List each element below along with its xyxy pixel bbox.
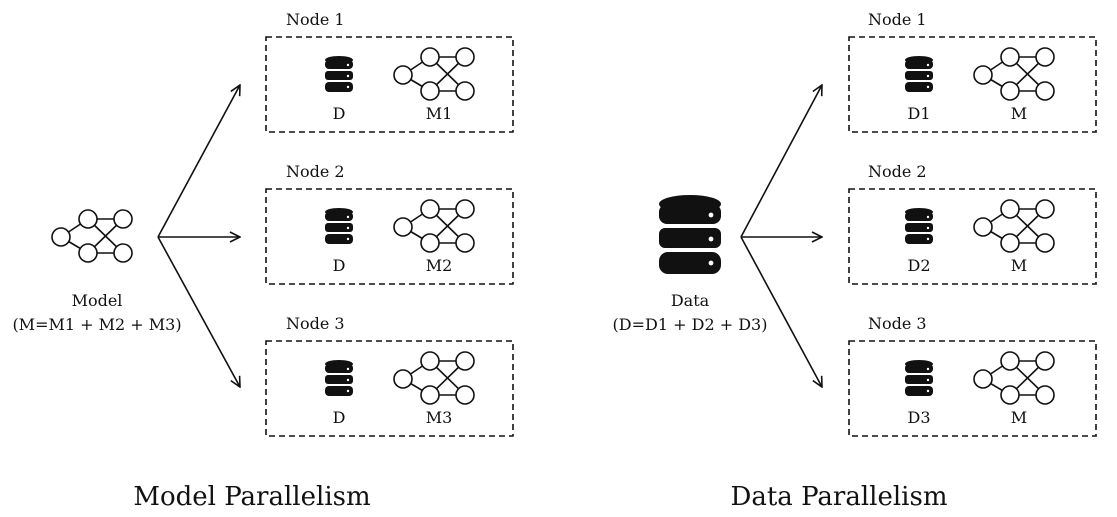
- model-label: M: [1011, 104, 1027, 123]
- node-box: [848, 188, 1097, 285]
- neural-network-icon: [51, 209, 133, 263]
- model-source-label: Model: [72, 291, 123, 310]
- model-label: M: [1011, 408, 1027, 427]
- model-node-1: Node 1 D M1: [265, 10, 514, 133]
- node-label: Node 1: [868, 10, 927, 29]
- node-box: [265, 340, 514, 437]
- node-label: Node 2: [286, 162, 345, 181]
- arrow-to-node-1: [157, 85, 240, 238]
- database-icon: [325, 56, 353, 92]
- database-icon: [659, 195, 721, 274]
- database-icon: [325, 208, 353, 244]
- data-parallelism-panel: Data (D=D1 + D2 + D3) Node 1 D1 M Node 2…: [613, 10, 1097, 512]
- model-node-3: Node 3 D M3: [265, 314, 514, 437]
- node-box: [848, 36, 1097, 133]
- node-box: [265, 188, 514, 285]
- arrow-to-node-3: [157, 236, 240, 387]
- neural-network-icon: [973, 47, 1055, 101]
- model-node-2: Node 2 D M2: [265, 162, 514, 285]
- model-label: M: [1011, 256, 1027, 275]
- arrow-to-node-1: [740, 85, 822, 238]
- data-parallelism-title: Data Parallelism: [731, 482, 948, 512]
- neural-network-icon: [393, 199, 475, 253]
- data-source-formula: (D=D1 + D2 + D3): [613, 315, 768, 334]
- database-icon: [905, 208, 933, 244]
- neural-network-icon: [973, 199, 1055, 253]
- database-icon: [905, 56, 933, 92]
- data-label: D: [333, 104, 346, 123]
- node-label: Node 3: [868, 314, 927, 333]
- node-label: Node 2: [868, 162, 927, 181]
- neural-network-icon: [973, 351, 1055, 405]
- model-label: M2: [426, 256, 453, 275]
- model-source-formula: (M=M1 + M2 + M3): [12, 315, 181, 334]
- database-icon: [905, 360, 933, 396]
- neural-network-icon: [393, 47, 475, 101]
- data-label: D: [333, 408, 346, 427]
- data-label: D3: [907, 408, 930, 427]
- model-parallelism-title: Model Parallelism: [133, 482, 370, 512]
- data-node-3: Node 3 D3 M: [848, 314, 1097, 437]
- data-source-label: Data: [671, 291, 710, 310]
- data-label: D1: [907, 104, 930, 123]
- model-parallelism-panel: Model (M=M1 + M2 + M3) Node 1 D M1 Node …: [12, 10, 514, 512]
- node-box: [848, 340, 1097, 437]
- data-node-2: Node 2 D2 M: [848, 162, 1097, 285]
- model-label: M1: [426, 104, 453, 123]
- data-label: D2: [907, 256, 930, 275]
- model-label: M3: [426, 408, 453, 427]
- database-icon: [325, 360, 353, 396]
- neural-network-icon: [393, 351, 475, 405]
- arrow-to-node-3: [740, 236, 822, 387]
- node-box: [265, 36, 514, 133]
- data-node-1: Node 1 D1 M: [848, 10, 1097, 133]
- data-label: D: [333, 256, 346, 275]
- node-label: Node 1: [286, 10, 345, 29]
- node-label: Node 3: [286, 314, 345, 333]
